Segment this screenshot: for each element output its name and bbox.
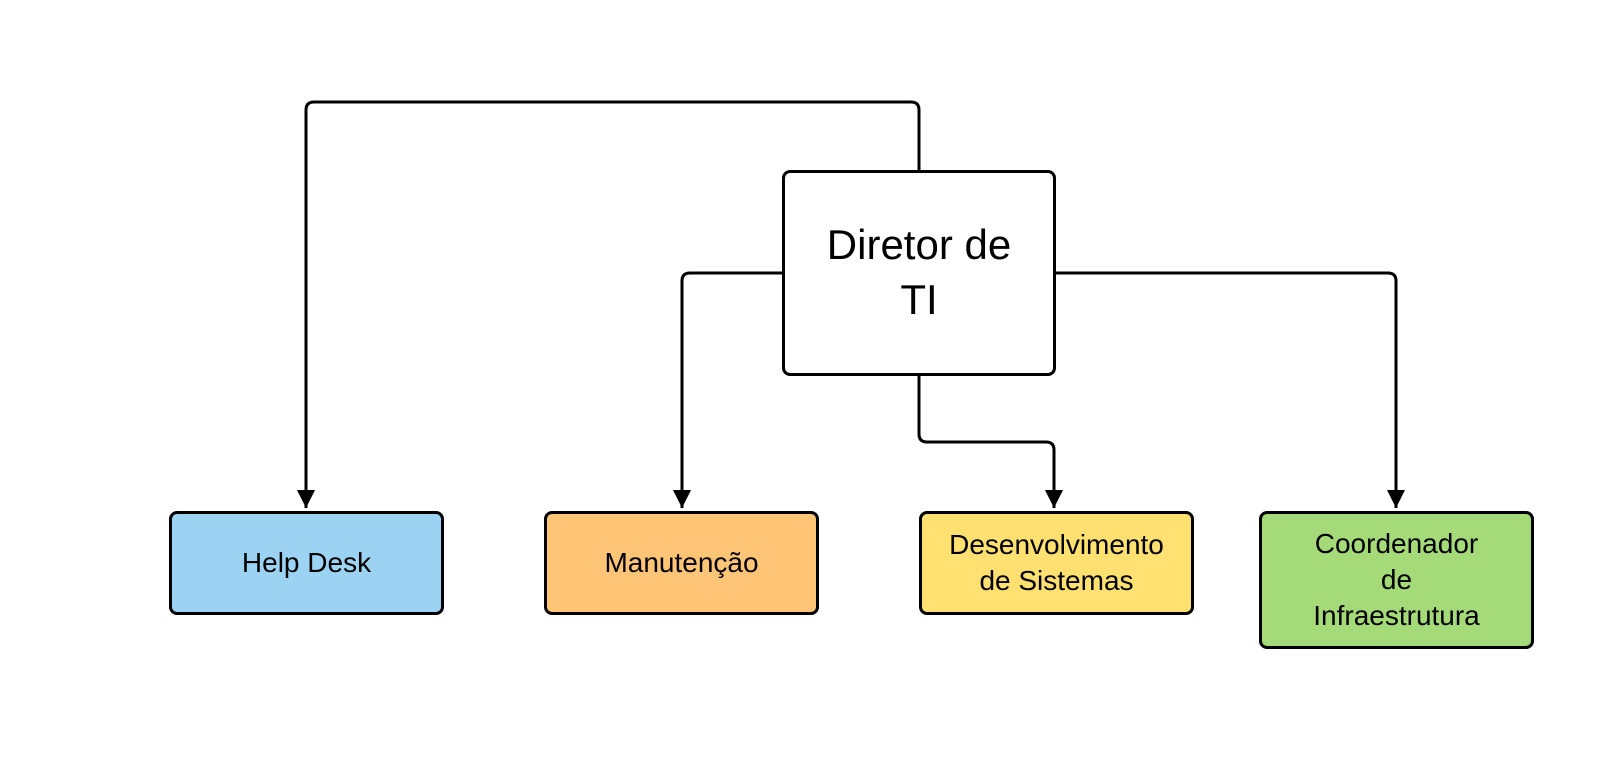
node-help-desk: Help Desk [169, 511, 444, 615]
edge-root-to-help-desk [297, 100, 921, 508]
node-label: Manutenção [604, 547, 759, 579]
node-label: Diretor de TI [826, 221, 1012, 323]
edge-root-to-manutencao [673, 271, 782, 508]
edge-root-to-desenvolvimento [917, 376, 1063, 508]
node-manutencao: Manutenção [544, 511, 819, 615]
node-desenvolvimento-de-sistemas: Desenvolvimento de Sistemas [919, 511, 1194, 615]
edge-root-to-coordenador [1056, 271, 1405, 508]
node-label: Coordenador de Infraestrutura [1313, 528, 1480, 631]
node-label: Desenvolvimento de Sistemas [949, 529, 1164, 596]
node-diretor-de-ti: Diretor de TI [782, 170, 1056, 376]
node-coordenador-de-infraestrutura: Coordenador de Infraestrutura [1259, 511, 1534, 649]
node-label: Help Desk [241, 547, 372, 579]
